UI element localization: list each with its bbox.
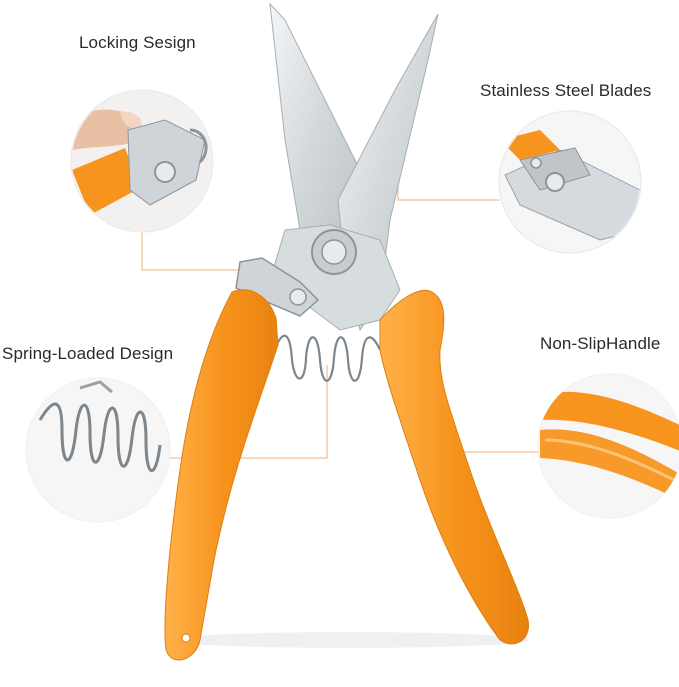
label-non-slip-handle: Non-SlipHandle bbox=[540, 334, 661, 353]
detail-circle-spring bbox=[25, 377, 171, 523]
detail-circle-locking bbox=[70, 89, 214, 233]
leader-line-locking bbox=[141, 231, 253, 271]
left-handle bbox=[164, 289, 279, 661]
label-spring-loaded-design: Spring-Loaded Design bbox=[2, 344, 174, 363]
label-stainless-steel-blades: Stainless Steel Blades bbox=[480, 81, 652, 100]
detail-circle-blades bbox=[498, 110, 642, 254]
detail-circle-handle bbox=[537, 373, 679, 519]
spring bbox=[273, 334, 382, 382]
leader-line-blades bbox=[397, 141, 500, 201]
right-handle bbox=[379, 289, 530, 645]
scissors-main bbox=[164, 2, 530, 661]
label-locking-design: Locking Sesign bbox=[79, 33, 196, 52]
